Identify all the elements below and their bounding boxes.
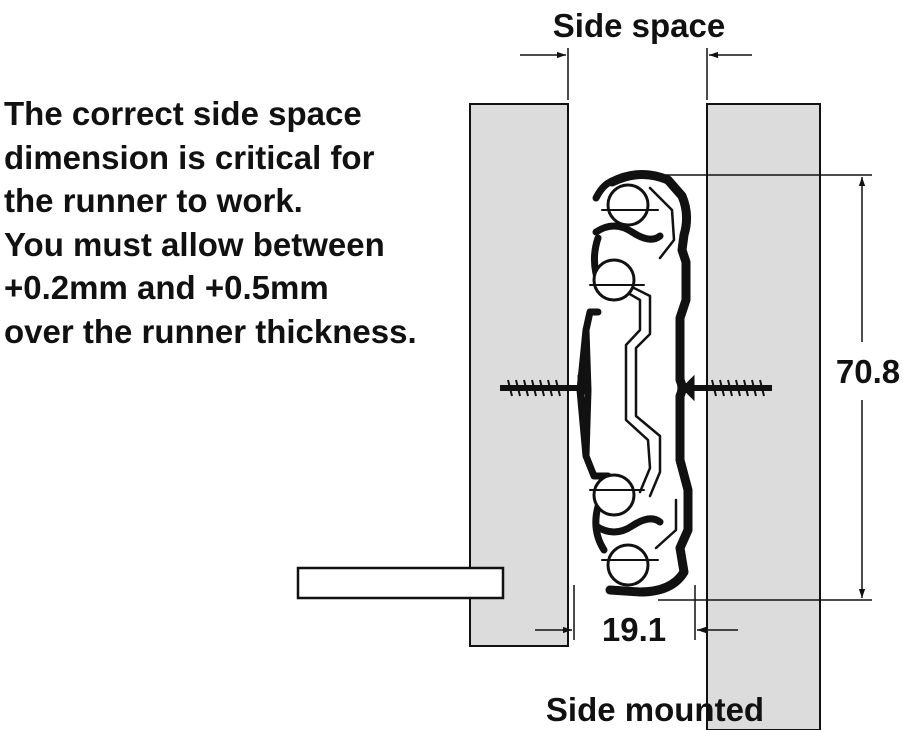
note-line-6: over the runner thickness.: [4, 312, 417, 350]
drawer-side-panel: [469, 103, 569, 647]
drawer-bottom: [296, 566, 505, 600]
caption-side-mounted: Side mounted: [546, 691, 764, 728]
instruction-note: The correct side space dimension is crit…: [4, 92, 417, 353]
side-space-label: Side space: [553, 7, 725, 44]
screw-icon: [681, 374, 772, 402]
side-space-dimension: [520, 48, 752, 100]
cabinet-side-panel: [706, 103, 821, 730]
thickness-dimension-value: 19.1: [602, 611, 666, 648]
runner-icon: [576, 170, 693, 597]
note-line-4: You must allow between: [4, 225, 385, 263]
height-dimension-value: 70.8: [836, 353, 900, 390]
note-line-5: +0.2mm and +0.5mm: [4, 269, 329, 306]
note-line-1: The correct side space: [4, 95, 362, 132]
thickness-dimension: [535, 585, 738, 640]
height-dimension: [658, 174, 872, 601]
note-line-2: dimension is critical for: [4, 138, 375, 176]
note-line-3: the runner to work.: [4, 182, 303, 219]
